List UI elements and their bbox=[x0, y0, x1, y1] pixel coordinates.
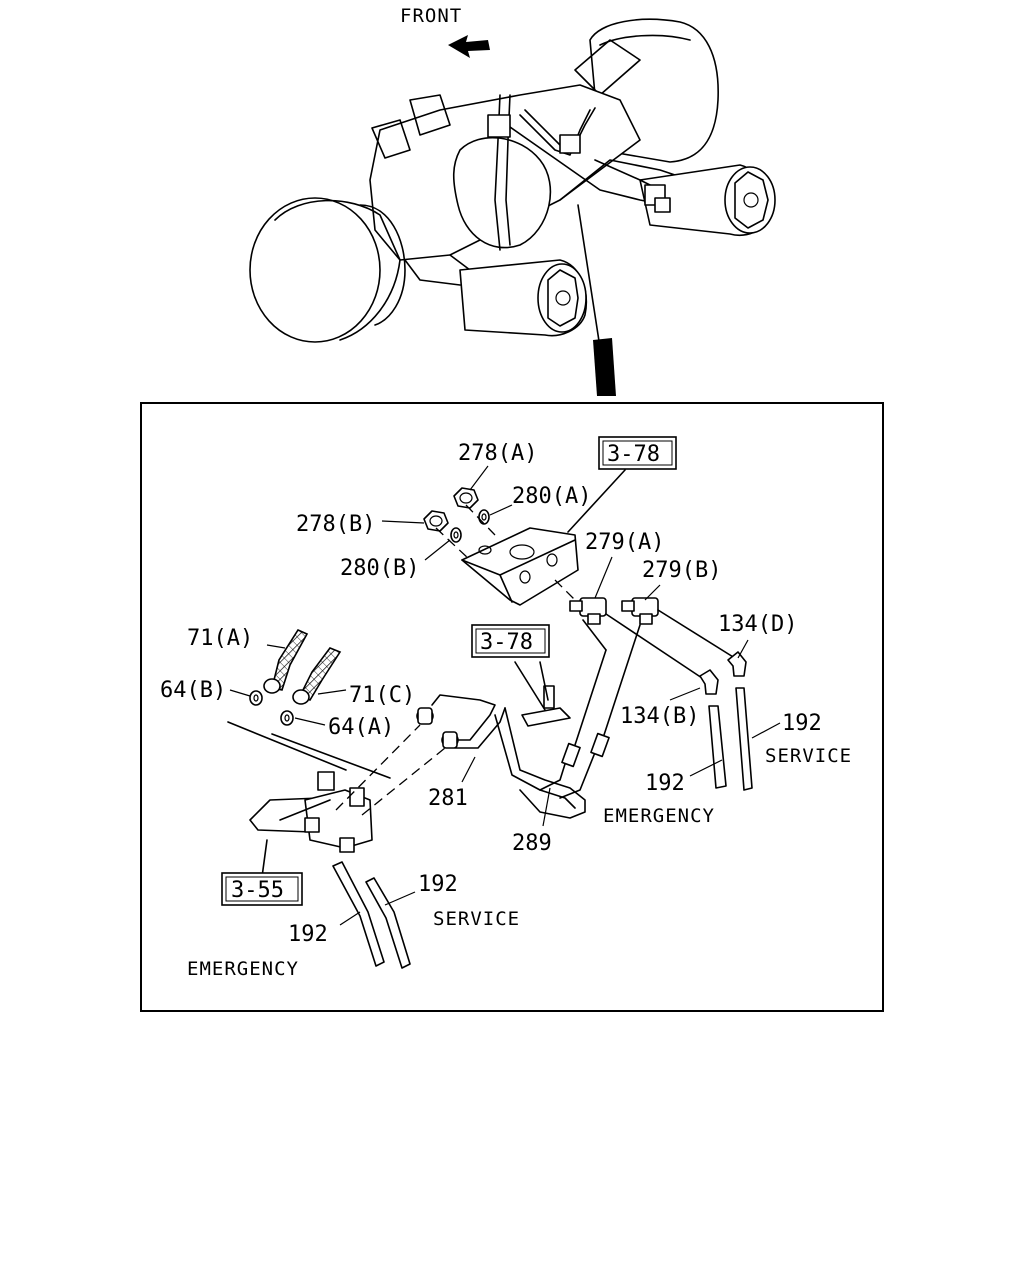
ref-box-mid: 3-78 bbox=[471, 624, 550, 658]
right-hub bbox=[639, 164, 776, 236]
nut-278b bbox=[423, 510, 449, 532]
function-labels: SERVICE EMERGENCY SERVICE EMERGENCY bbox=[187, 745, 852, 980]
label-71a: 71(A) bbox=[187, 626, 253, 651]
label-71c: 71(C) bbox=[349, 683, 415, 708]
callout-labels: 278(A) 278(B) 280(A) 280(B) 279(A) 279(B… bbox=[160, 441, 822, 947]
axle-brake-lines bbox=[487, 94, 671, 251]
hose-192-right-service bbox=[735, 687, 753, 791]
hose-192-right-emergency bbox=[708, 705, 727, 789]
front-arrow-icon bbox=[448, 35, 490, 58]
axle-overview: FRONT bbox=[249, 5, 776, 396]
washer-64b bbox=[249, 690, 263, 706]
service-label-right: SERVICE bbox=[765, 745, 852, 767]
mounting-bracket bbox=[461, 527, 579, 606]
service-label-left: SERVICE bbox=[433, 908, 520, 930]
label-192-left-service: 192 bbox=[418, 872, 458, 897]
svg-text:3-78: 3-78 bbox=[480, 630, 533, 655]
label-279a: 279(A) bbox=[585, 530, 664, 555]
washer-64a bbox=[280, 710, 294, 726]
label-280a: 280(A) bbox=[512, 484, 591, 509]
label-64b: 64(B) bbox=[160, 678, 226, 703]
tee-fitting-279a bbox=[569, 597, 607, 625]
svg-text:3-78: 3-78 bbox=[607, 442, 660, 467]
svg-text:3-55: 3-55 bbox=[231, 878, 284, 903]
tee-fitting-279b bbox=[621, 597, 659, 625]
left-drum bbox=[249, 197, 406, 343]
pipe-end-fittings bbox=[416, 707, 459, 749]
label-192-right-service: 192 bbox=[782, 711, 822, 736]
label-192-left-emergency: 192 bbox=[288, 922, 328, 947]
leader-lines bbox=[229, 465, 781, 926]
label-279b: 279(B) bbox=[642, 558, 721, 583]
label-64a: 64(A) bbox=[328, 715, 394, 740]
center-hub bbox=[459, 259, 587, 337]
flex-hose-71a bbox=[263, 628, 309, 694]
ref-box-top: 3-78 bbox=[598, 436, 677, 470]
label-192-right-emergency: 192 bbox=[645, 771, 685, 796]
hose-192-left-emergency bbox=[332, 861, 385, 967]
washer-280a bbox=[478, 509, 490, 525]
flex-hose-71c bbox=[292, 647, 342, 705]
label-134d: 134(D) bbox=[718, 612, 797, 637]
label-289: 289 bbox=[512, 831, 552, 856]
detail-frame bbox=[140, 402, 884, 1012]
front-label: FRONT bbox=[400, 5, 462, 27]
small-bracket bbox=[514, 661, 571, 727]
label-278b: 278(B) bbox=[296, 512, 375, 537]
elbow-fitting-134b bbox=[699, 669, 719, 695]
elbow-fitting-134d bbox=[727, 651, 747, 677]
emergency-label-left: EMERGENCY bbox=[187, 958, 299, 980]
ref-box-left: 3-55 bbox=[221, 872, 303, 906]
pipe-289 bbox=[539, 732, 610, 799]
label-278a: 278(A) bbox=[458, 441, 537, 466]
label-281: 281 bbox=[428, 786, 468, 811]
detail-pointer bbox=[577, 204, 616, 396]
hose-192-left-service bbox=[365, 877, 411, 969]
emergency-label-right: EMERGENCY bbox=[603, 805, 715, 827]
label-280b: 280(B) bbox=[340, 556, 419, 581]
nut-278a bbox=[453, 487, 479, 509]
washer-280b bbox=[450, 527, 462, 543]
label-134b: 134(B) bbox=[620, 704, 699, 729]
valve-assembly bbox=[249, 771, 373, 853]
